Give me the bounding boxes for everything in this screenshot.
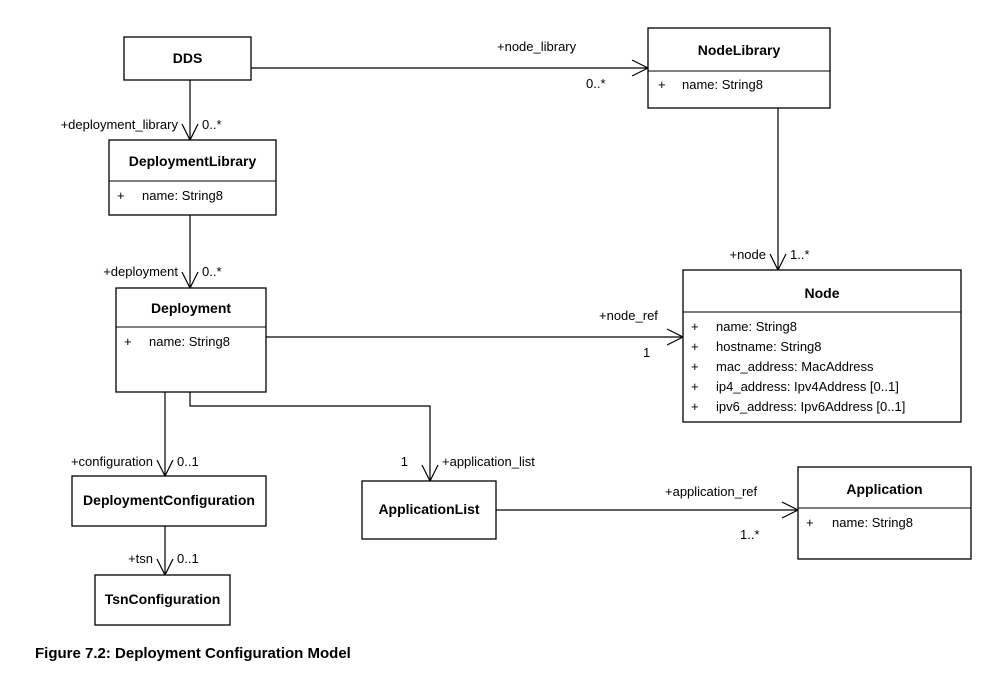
attribute: name: String8	[682, 77, 763, 92]
class-deployment[interactable]: Deployment + name: String8	[115, 287, 267, 393]
class-name: DeploymentConfiguration	[83, 492, 255, 508]
attribute: name: String8	[832, 515, 913, 530]
association-dds-deployment-library	[181, 80, 199, 142]
role-label: +tsn	[128, 551, 153, 566]
attribute-visibility: +	[124, 334, 132, 349]
class-application[interactable]: Application + name: String8	[797, 466, 972, 560]
class-deployment-configuration[interactable]: DeploymentConfiguration	[71, 475, 267, 527]
uml-class-diagram: DDS NodeLibrary + name: String8 Deployme…	[61, 27, 972, 626]
multiplicity-label: 1	[643, 345, 650, 360]
attribute-visibility: +	[691, 359, 699, 374]
multiplicity-label: 1	[401, 454, 408, 469]
association-dds-node-library	[251, 59, 650, 77]
attribute: name: String8	[142, 188, 223, 203]
multiplicity-label: 0..1	[177, 551, 199, 566]
role-label: +application_list	[442, 454, 535, 469]
class-name: Application	[846, 481, 922, 497]
role-label: +deployment	[103, 264, 178, 279]
class-name: TsnConfiguration	[105, 591, 221, 607]
association-deployment-library-deployment	[181, 215, 199, 290]
class-node-library[interactable]: NodeLibrary + name: String8	[647, 27, 831, 109]
attribute: ipv6_address: Ipv6Address [0..1]	[716, 399, 905, 414]
multiplicity-label: 1..*	[790, 247, 810, 262]
class-name: DeploymentLibrary	[129, 153, 257, 169]
attribute-visibility: +	[691, 379, 699, 394]
multiplicity-label: 0..*	[586, 76, 606, 91]
attribute-visibility: +	[691, 339, 699, 354]
role-label: +application_ref	[665, 484, 758, 499]
attribute: hostname: String8	[716, 339, 822, 354]
class-deployment-library[interactable]: DeploymentLibrary + name: String8	[108, 139, 277, 216]
multiplicity-label: 0..*	[202, 264, 222, 279]
class-name: DDS	[173, 50, 203, 66]
attribute-visibility: +	[691, 399, 699, 414]
role-label: +node_ref	[599, 308, 658, 323]
role-label: +deployment_library	[61, 117, 179, 132]
attribute: mac_address: MacAddress	[716, 359, 874, 374]
multiplicity-label: 0..*	[202, 117, 222, 132]
attribute-visibility: +	[658, 77, 666, 92]
attribute: name: String8	[716, 319, 797, 334]
multiplicity-label: 0..1	[177, 454, 199, 469]
association-application-list-application	[496, 501, 800, 519]
class-tsn-configuration[interactable]: TsnConfiguration	[94, 574, 231, 626]
class-application-list[interactable]: ApplicationList	[361, 480, 497, 540]
association-deployment-configuration	[156, 392, 174, 478]
role-label: +configuration	[71, 454, 153, 469]
association-deployment-node	[266, 328, 685, 346]
class-name: ApplicationList	[378, 501, 479, 517]
association-node-library-node	[769, 108, 787, 272]
class-name: Node	[805, 285, 840, 301]
class-node[interactable]: Node + name: String8 + hostname: String8…	[682, 269, 962, 423]
attribute: ip4_address: Ipv4Address [0..1]	[716, 379, 899, 394]
class-dds[interactable]: DDS	[123, 36, 252, 81]
role-label: +node	[729, 247, 766, 262]
class-name: Deployment	[151, 300, 231, 316]
figure-caption: Figure 7.2: Deployment Configuration Mod…	[35, 645, 351, 662]
attribute-visibility: +	[691, 319, 699, 334]
class-name: NodeLibrary	[698, 42, 781, 58]
multiplicity-label: 1..*	[740, 527, 760, 542]
association-configuration-tsn	[156, 526, 174, 577]
role-label: +node_library	[497, 39, 577, 54]
attribute-visibility: +	[806, 515, 814, 530]
attribute-visibility: +	[117, 188, 125, 203]
attribute: name: String8	[149, 334, 230, 349]
